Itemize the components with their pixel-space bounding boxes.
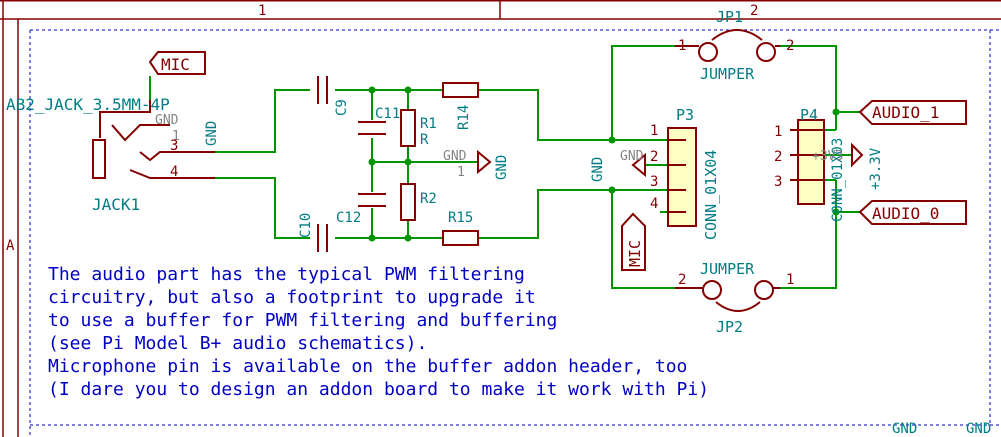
mic-label-top: MIC [148, 51, 206, 75]
junction-dot [368, 234, 376, 242]
junctions [368, 86, 840, 242]
junction-dot [608, 136, 616, 144]
capacitor-c11: C11 [358, 106, 400, 135]
svg-text:AUDIO_0: AUDIO_0 [872, 204, 939, 223]
svg-text:GND: GND [155, 113, 179, 128]
svg-text:GND: GND [443, 149, 467, 164]
svg-text:2: 2 [774, 149, 782, 165]
jack-pin-4: 4 [170, 164, 178, 180]
svg-text:1: 1 [774, 124, 782, 140]
capacitor-c10: C10 [298, 213, 328, 252]
svg-text:GND: GND [494, 155, 510, 180]
svg-text:1: 1 [172, 129, 180, 144]
svg-text:1: 1 [678, 38, 686, 54]
svg-text:circuitry, but also a footprin: circuitry, but also a footprint to upgra… [48, 287, 536, 308]
capacitor-c9: C9 [317, 76, 350, 116]
frame-col-2: 2 [750, 3, 758, 19]
svg-text:JUMPER: JUMPER [700, 65, 755, 83]
svg-text:R14: R14 [456, 105, 472, 130]
svg-text:R1: R1 [420, 116, 437, 132]
connector-p4: P4 CONN_01X03 1 2 3 +3V3 +3.3V [774, 106, 884, 222]
junction-dot [404, 158, 412, 166]
svg-text:to use a buffer for PWM filter: to use a buffer for PWM filtering and bu… [48, 310, 557, 331]
gnd-symbol-mid: GND 1 GND [443, 149, 510, 180]
svg-text:JUMPER: JUMPER [700, 260, 755, 278]
svg-text:R15: R15 [448, 210, 473, 226]
svg-text:The audio part has the typical: The audio part has the typical PWM filte… [48, 264, 525, 285]
schematic-note: The audio part has the typical PWM filte… [48, 264, 709, 400]
connector-p3: P3 CONN_01X04 1 2 3 4 [650, 106, 720, 240]
svg-text:GND: GND [892, 421, 917, 437]
svg-text:C11: C11 [375, 106, 400, 122]
junction-dot [404, 86, 412, 94]
svg-text:(I dare you to design an addon: (I dare you to design an addon board to … [48, 379, 709, 400]
junction-dot [608, 186, 616, 194]
svg-text:3: 3 [774, 174, 782, 190]
svg-text:1: 1 [457, 165, 465, 180]
svg-text:AUDIO_1: AUDIO_1 [872, 103, 939, 122]
svg-text:MIC: MIC [626, 240, 644, 267]
jack-part-name: AB2_JACK_3.5MM-4P [6, 95, 170, 114]
svg-text:2: 2 [678, 272, 686, 288]
svg-text:C10: C10 [298, 213, 314, 238]
svg-text:1: 1 [650, 123, 658, 139]
svg-text:(see Pi Model B+ audio schemat: (see Pi Model B+ audio schematics). [48, 333, 427, 354]
frame-col-1: 1 [258, 3, 266, 19]
audio-1-label: AUDIO_1 [858, 100, 967, 125]
gnd-symbol-p3: GND GND [590, 149, 646, 182]
p3-reference: P3 [676, 106, 694, 124]
audio-0-label: AUDIO_0 [858, 200, 967, 225]
mic-label-text: MIC [161, 55, 190, 74]
resistor-r2: R2 [400, 183, 437, 221]
resistor-r14: R14 [442, 82, 479, 130]
svg-text:Microphone pin is available on: Microphone pin is available on the buffe… [48, 356, 687, 377]
jack-body-icon [92, 139, 106, 179]
svg-text:GND: GND [204, 121, 220, 146]
svg-text:+3V3: +3V3 [812, 149, 843, 164]
resistor-r1: R1 R [400, 109, 437, 148]
audio-jack: AB2_JACK_3.5MM-4P GND 1 GND 3 4 JACK1 [6, 95, 220, 214]
svg-text:R: R [420, 132, 429, 148]
jumper-jp2: JUMPER JP2 2 1 [675, 260, 794, 336]
mic-label-p3: MIC [621, 212, 646, 271]
svg-text:P4: P4 [800, 106, 818, 124]
frame-row-a: A [6, 238, 15, 254]
capacitor-c12: C12 [336, 193, 386, 226]
svg-text:2: 2 [650, 149, 658, 165]
svg-text:JP1: JP1 [716, 8, 743, 26]
svg-text:4: 4 [650, 196, 658, 212]
junction-dot [368, 158, 376, 166]
p3-value: CONN_01X04 [702, 150, 720, 240]
svg-text:1: 1 [786, 272, 794, 288]
junction-dot [404, 234, 412, 242]
junction-dot [832, 208, 840, 216]
jumper-jp1: JP1 JUMPER 1 2 [675, 8, 794, 83]
bottom-gnd-labels: GND GND [892, 421, 991, 437]
junction-dot [832, 108, 840, 116]
resistor-r15: R15 [442, 210, 479, 246]
svg-text:GND: GND [620, 149, 644, 164]
svg-text:2: 2 [786, 38, 794, 54]
jack-reference: JACK1 [92, 195, 140, 214]
svg-text:C9: C9 [334, 99, 350, 116]
svg-text:+3.3V: +3.3V [868, 147, 884, 190]
svg-text:CONN_01X03: CONN_01X03 [830, 138, 846, 222]
svg-text:3: 3 [650, 174, 658, 190]
jack-pin-3: 3 [170, 138, 178, 154]
svg-text:JP2: JP2 [716, 318, 743, 336]
svg-text:GND: GND [590, 157, 606, 182]
svg-text:R2: R2 [420, 191, 437, 207]
junction-dot [368, 86, 376, 94]
svg-text:C12: C12 [336, 210, 361, 226]
svg-text:GND: GND [966, 421, 991, 437]
